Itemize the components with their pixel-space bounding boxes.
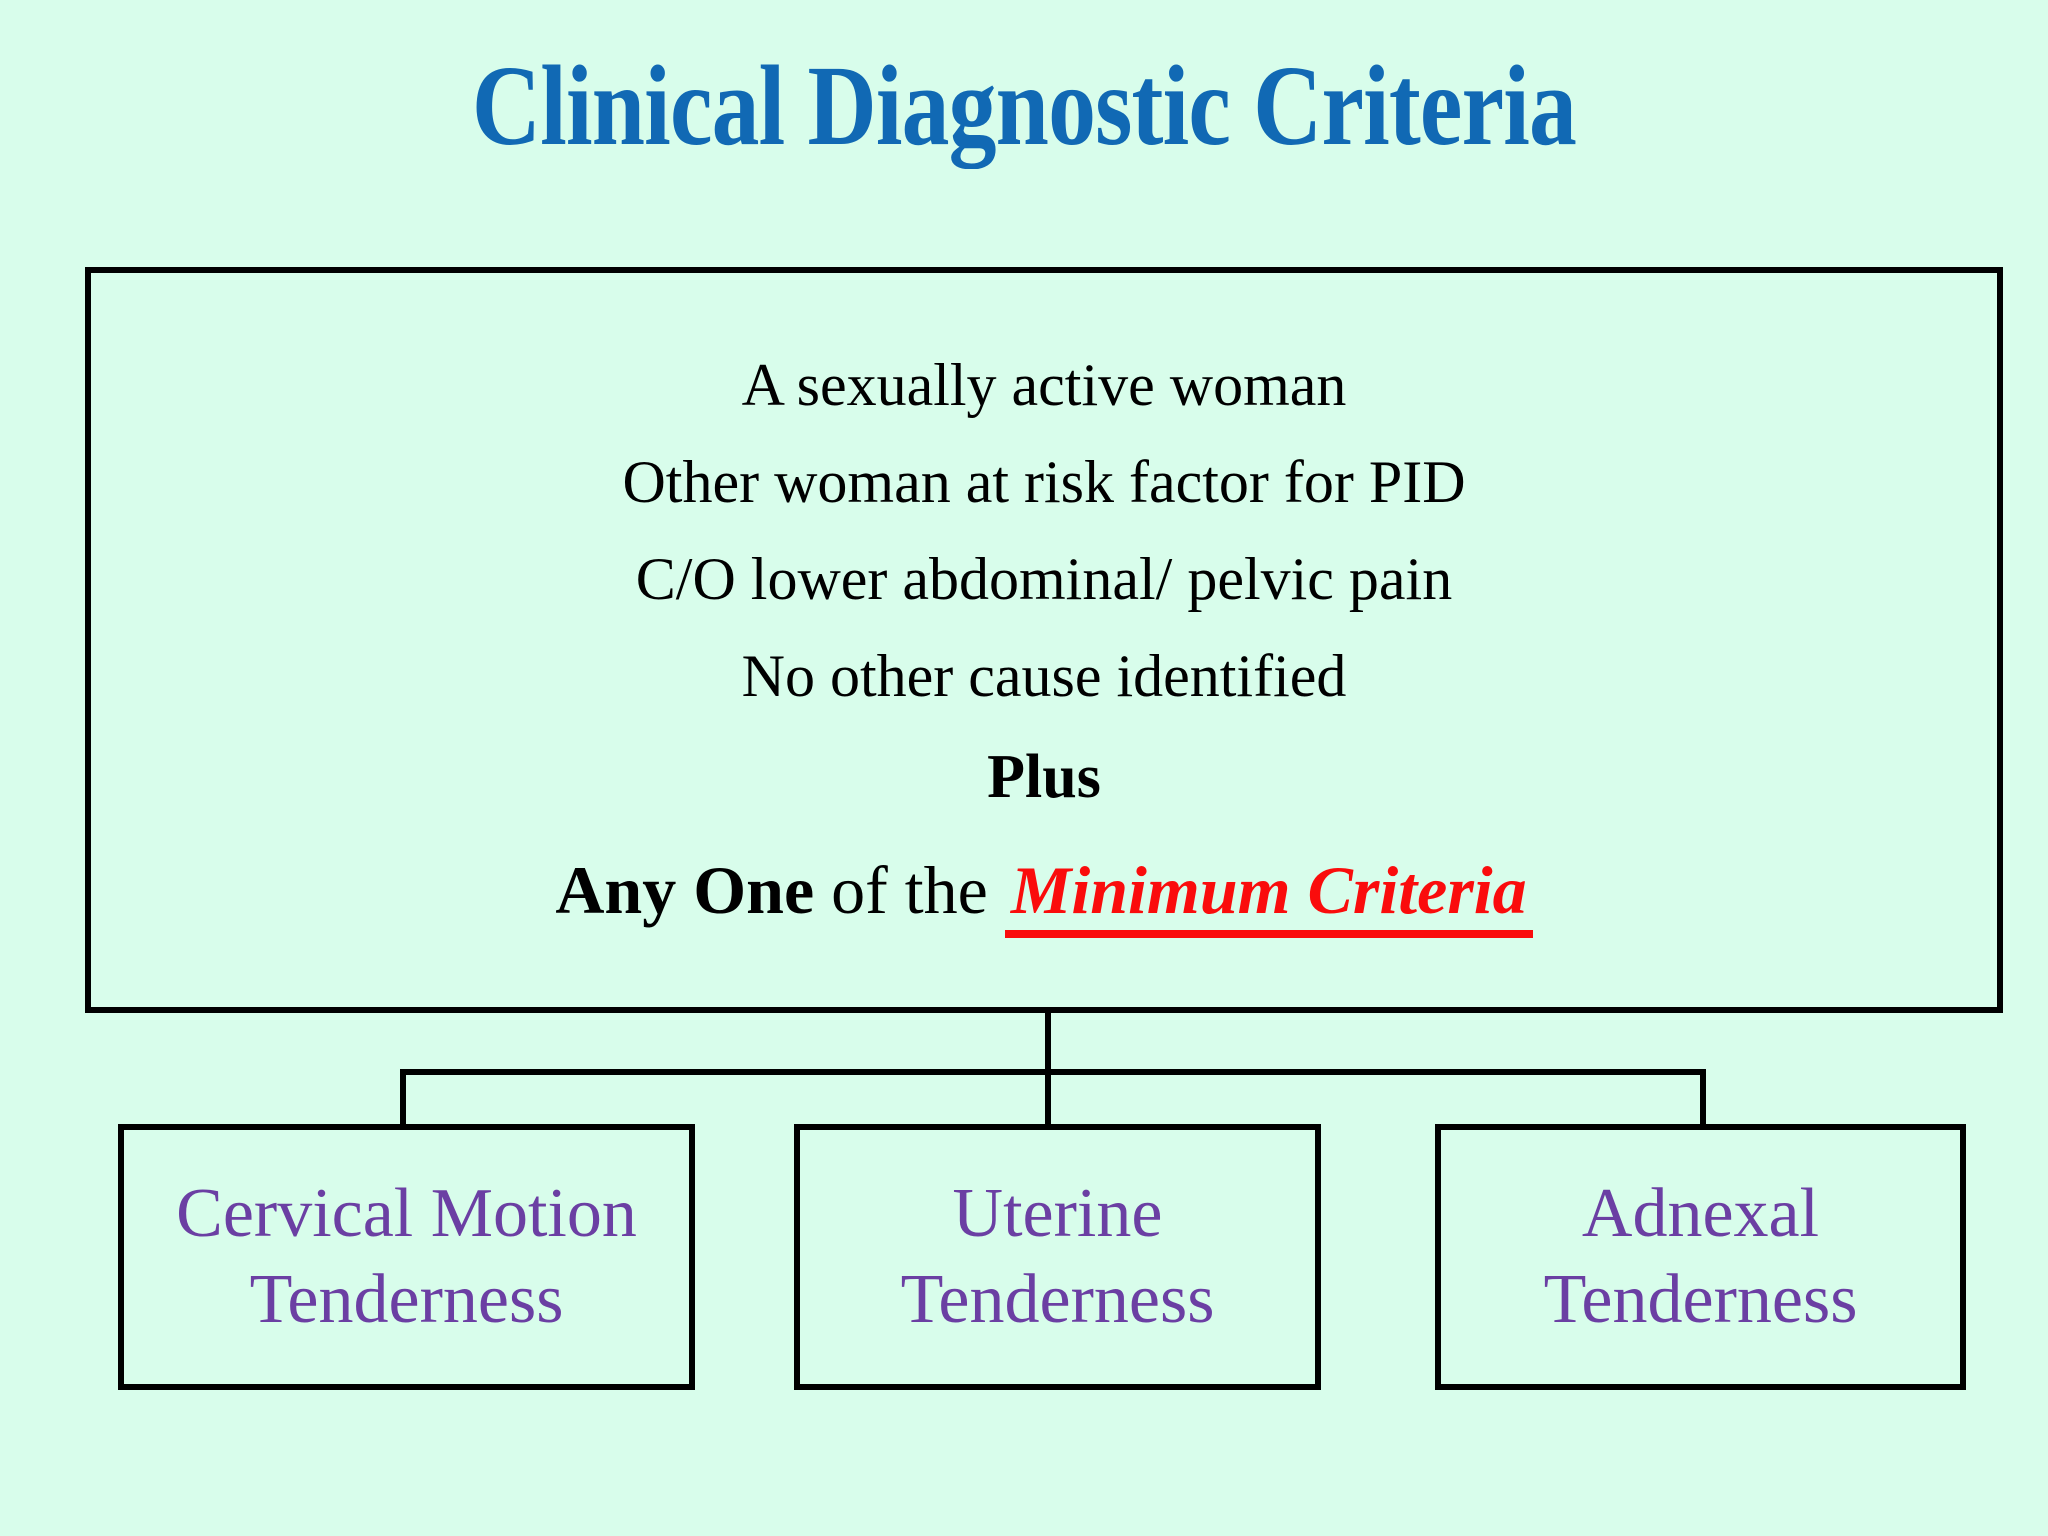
criteria-box-adnexal: Adnexal Tenderness (1435, 1124, 1966, 1390)
minimum-criteria-highlight: Minimum Criteria (1004, 854, 1533, 939)
any-one-sentence: Any One of the Minimum Criteria (91, 829, 1997, 951)
slide-title: Clinical Diagnostic Criteria (471, 42, 1577, 169)
criteria-line-no-other-cause: No other cause identified (741, 643, 1347, 709)
criteria-box-cervical-motion: Cervical Motion Tenderness (118, 1124, 695, 1390)
adnexal-label-line2: Tenderness (1543, 1261, 1858, 1338)
plus-label: Plus (987, 743, 1101, 811)
criteria-line-sexually-active: A sexually active woman (741, 352, 1347, 418)
diagnostic-criteria-box: A sexually active woman Other woman at r… (85, 267, 2003, 1013)
criteria-line-risk-factor: Other woman at risk factor for PID (622, 449, 1466, 515)
cervical-motion-label-line1: Cervical Motion (176, 1175, 637, 1252)
criteria-box-uterine: Uterine Tenderness (794, 1124, 1321, 1390)
connector-stub-right (1700, 1069, 1706, 1127)
connector-horizontal (400, 1069, 1706, 1075)
criteria-line-pelvic-pain: C/O lower abdominal/ pelvic pain (635, 546, 1453, 612)
adnexal-label-line1: Adnexal (1581, 1175, 1820, 1252)
any-one-bold-text: Any One (555, 852, 815, 928)
uterine-label-line2: Tenderness (900, 1261, 1215, 1338)
cervical-motion-label-line2: Tenderness (249, 1261, 564, 1338)
connector-stub-left (400, 1069, 406, 1127)
of-the-text: of the (814, 852, 1005, 928)
uterine-label-line1: Uterine (952, 1175, 1163, 1252)
